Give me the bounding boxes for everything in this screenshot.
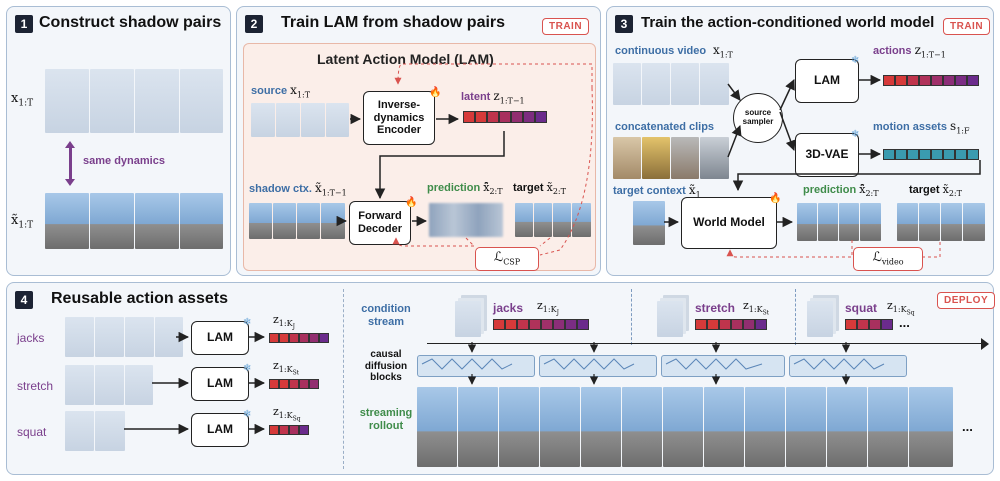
source-strip [251, 103, 349, 137]
panel-construct-shadow-pairs: 1 Construct shadow pairs x1:T same dynam… [6, 6, 231, 276]
motion-assets-label: motion assets s1:F [873, 119, 970, 136]
row-label-squat: squat [17, 425, 47, 439]
rollout-strip [417, 387, 953, 467]
continuous-video-strip [613, 63, 729, 105]
source-label: source x1:T [251, 83, 311, 100]
forward-decoder: Forward Decoder [349, 201, 411, 245]
row-label-stretch: stretch [17, 379, 54, 393]
snowflake-icon: ❄ [243, 409, 252, 420]
panel-title: Reusable action assets [51, 290, 228, 307]
snowflake-icon: ❄ [243, 363, 252, 374]
stretch-strip [65, 365, 153, 405]
flame-icon: 🔥 [769, 193, 782, 204]
flame-icon: 🔥 [405, 197, 418, 208]
latent-tokens [463, 111, 547, 123]
shadow-context-label: shadow ctx. x̃1:T−1 [249, 181, 347, 198]
same-dynamics-arrow [69, 145, 72, 181]
lam-block: LAM [795, 59, 859, 103]
stream-item-squat: squat z1:KSq ... [807, 297, 937, 341]
step-number: 1 [15, 15, 33, 33]
inverse-dynamics-encoder: Inverse-dynamics Encoder [363, 91, 435, 145]
same-dynamics-label: same dynamics [83, 155, 165, 167]
x-tilde-label: x̃1:T [11, 213, 34, 231]
step-number: 2 [245, 15, 263, 33]
target-label: target x̃2:T [513, 181, 566, 197]
streaming-rollout-label: streaming rollout [359, 407, 413, 432]
condition-stream-label: condition stream [361, 303, 411, 328]
panel-train-world-model: 3 Train the action-conditioned world mod… [606, 6, 994, 276]
continuous-video-label: continuous video x1:T [615, 43, 733, 60]
actions-tokens [883, 75, 979, 86]
target-context-label: target context x̃1 [613, 183, 701, 200]
panel-title: Train LAM from shadow pairs [281, 14, 506, 31]
lam-squat: LAM [191, 413, 249, 447]
prediction-label: prediction x̂̃2:T [803, 183, 879, 199]
stream-divider-1 [631, 289, 632, 345]
snowflake-icon: ❄ [851, 129, 860, 140]
panel-train-lam: 2 Train LAM from shadow pairs TRAIN Late… [236, 6, 601, 276]
squat-tokens [269, 425, 309, 435]
lam-stretch: LAM [191, 367, 249, 401]
row-label-jacks: jacks [17, 331, 45, 345]
stretch-tokens [269, 379, 319, 389]
prediction-strip [429, 203, 503, 237]
train-tag: TRAIN [542, 18, 590, 35]
motion-assets-tokens [883, 149, 979, 160]
jacks-tokens [269, 333, 329, 343]
deploy-tag: DEPLOY [937, 292, 996, 309]
stream-item-stretch: stretch z1:KSt [657, 297, 797, 341]
target-strip [515, 203, 591, 237]
snowflake-icon: ❄ [243, 317, 252, 328]
target-strip [897, 203, 985, 241]
actions-label: actions z1:T−1 [873, 43, 946, 60]
video-loss: ℒvideo [853, 247, 923, 271]
rollout-ellipsis: ... [962, 419, 973, 434]
panel-reusable-action-assets: 4 Reusable action assets DEPLOY jacks LA… [6, 282, 996, 475]
stretch-latent-label: z1:KSt [273, 359, 300, 377]
snowflake-icon: ❄ [851, 55, 860, 66]
panel-title: Construct shadow pairs [39, 14, 222, 31]
causal-diffusion-blocks-label: causal diffusion blocks [364, 349, 408, 383]
lam-jacks: LAM [191, 321, 249, 355]
stream-divider-2 [795, 289, 796, 345]
world-model-block: World Model [681, 197, 777, 249]
prediction-strip [797, 203, 881, 241]
step-number: 3 [615, 15, 633, 33]
stream-item-jacks: jacks z1:KJ [455, 297, 605, 341]
3d-vae-block: 3D-VAE [795, 133, 859, 177]
csp-loss: ℒCSP [475, 247, 539, 271]
shadow-context-strip [249, 203, 345, 239]
shadow-strip [45, 193, 223, 249]
flame-icon: 🔥 [429, 87, 442, 98]
target-label: target x̃2:T [909, 183, 962, 199]
squat-strip [65, 411, 125, 451]
mannequin-strip [45, 69, 223, 133]
x-label: x1:T [11, 91, 34, 109]
concatenated-clips-strip [613, 137, 729, 179]
squat-latent-label: z1:KSq [273, 405, 301, 423]
section-divider [343, 289, 344, 469]
jacks-strip [65, 317, 183, 357]
condition-timeline [427, 343, 983, 344]
latent-label: latent z1:T−1 [461, 89, 525, 106]
prediction-label: prediction x̂̃2:T [427, 181, 503, 197]
step-number: 4 [15, 291, 33, 309]
concatenated-clips-label: concatenated clips [615, 121, 715, 133]
jacks-latent-label: z1:KJ [273, 313, 295, 331]
panel-title: Train the action-conditioned world model [641, 14, 935, 31]
train-tag: TRAIN [943, 18, 991, 35]
target-context-frame [633, 201, 665, 245]
lam-title: Latent Action Model (LAM) [317, 51, 494, 67]
